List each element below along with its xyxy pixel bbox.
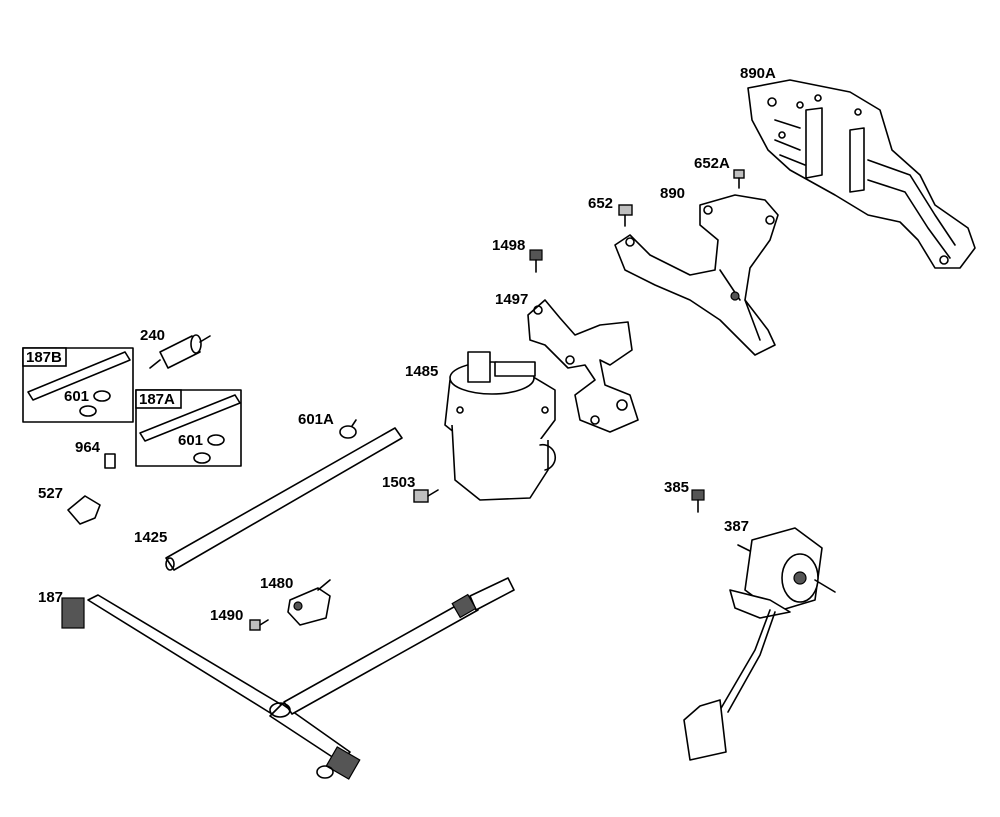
part-1497-bracket [527, 299, 639, 433]
part-652A-screw [733, 169, 745, 189]
label-1485: 1485 [405, 363, 438, 380]
label-964: 964 [75, 439, 101, 456]
label-385: 385 [664, 479, 689, 496]
part-890A-plate [747, 79, 976, 269]
part-1490-screw [249, 619, 269, 631]
label-187: 187 [38, 589, 63, 606]
part-964-sleeve [104, 453, 116, 469]
part-1480-tee [287, 579, 331, 626]
label-601-b: 601 [64, 388, 89, 405]
part-1503-screw [413, 489, 439, 503]
label-1490: 1490 [210, 607, 243, 624]
label-1425: 1425 [134, 529, 167, 546]
part-387-pump [683, 527, 836, 761]
label-652: 652 [588, 195, 613, 212]
part-1485-assembly [444, 351, 557, 501]
part-240-filter [149, 334, 211, 369]
label-1503: 1503 [382, 474, 415, 491]
part-652-screw [618, 204, 633, 227]
part-527-clip [67, 495, 101, 525]
label-652A: 652A [694, 155, 730, 172]
label-601-a: 601 [178, 432, 203, 449]
label-1498: 1498 [492, 237, 525, 254]
label-240: 240 [140, 327, 165, 344]
label-385-387: 387 [724, 518, 749, 535]
part-601A-clamp [339, 419, 357, 439]
label-890: 890 [660, 185, 685, 202]
label-601A: 601A [298, 411, 334, 428]
part-187-hose-assembly [61, 577, 515, 780]
label-527: 527 [38, 485, 63, 502]
part-385-screw [691, 489, 705, 513]
part-1425-tube [165, 427, 403, 571]
label-1480: 1480 [260, 575, 293, 592]
label-1497: 1497 [495, 291, 528, 308]
part-1498-screw [529, 249, 543, 273]
label-890A: 890A [740, 65, 776, 82]
part-890-bracket [614, 194, 779, 356]
label-187B: 187B [26, 349, 62, 366]
kit-187B-box [22, 347, 134, 423]
label-187A: 187A [139, 391, 175, 408]
kit-187A-box [135, 389, 242, 467]
